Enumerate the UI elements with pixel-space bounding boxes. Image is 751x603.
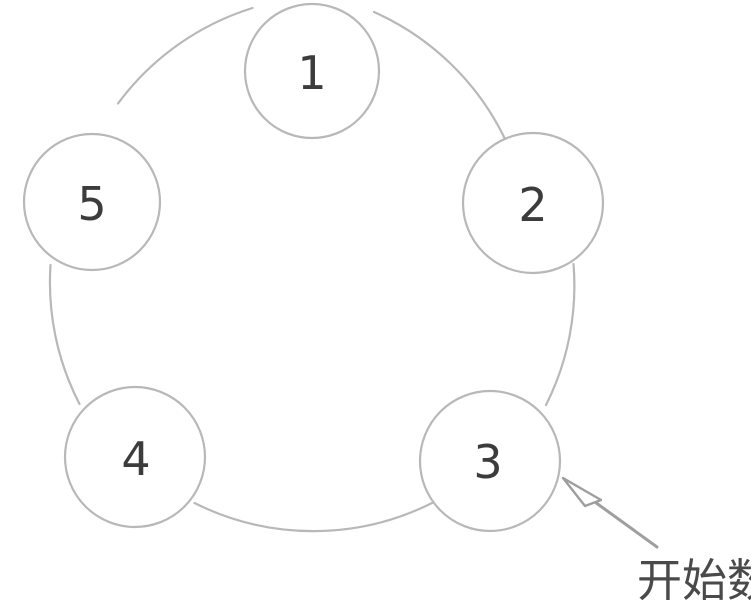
start-number-annotation-label: 开始数: [637, 554, 751, 603]
node-3-label: 3: [473, 435, 502, 489]
node-3[interactable]: 3: [418, 389, 562, 533]
connector-arc-4-5: [48, 263, 81, 406]
node-1[interactable]: 1: [243, 2, 381, 140]
node-3-circle[interactable]: [418, 389, 562, 533]
arrow-head-icon: [561, 476, 603, 508]
node-2-label: 2: [518, 178, 547, 232]
node-5[interactable]: 5: [22, 132, 162, 272]
node-4[interactable]: 4: [63, 385, 207, 529]
node-2-circle[interactable]: [461, 131, 605, 275]
node-circles-group: 1 2 3 4 5: [22, 2, 605, 533]
node-2[interactable]: 2: [461, 131, 605, 275]
ring-connector-arcs: [48, 6, 576, 533]
node-1-circle[interactable]: [243, 2, 381, 140]
arrow-shaft: [586, 495, 659, 549]
connector-arc-1-2: [372, 10, 507, 142]
node-1-label: 1: [297, 46, 326, 100]
node-5-label: 5: [77, 177, 106, 231]
connector-arc-5-1: [116, 6, 254, 105]
node-4-label: 4: [121, 432, 150, 486]
node-5-circle[interactable]: [22, 132, 162, 272]
node-4-circle[interactable]: [63, 385, 207, 529]
connector-arc-2-3: [544, 262, 576, 407]
start-annotation-arrow: [561, 476, 659, 549]
connector-arc-3-4: [193, 501, 435, 533]
